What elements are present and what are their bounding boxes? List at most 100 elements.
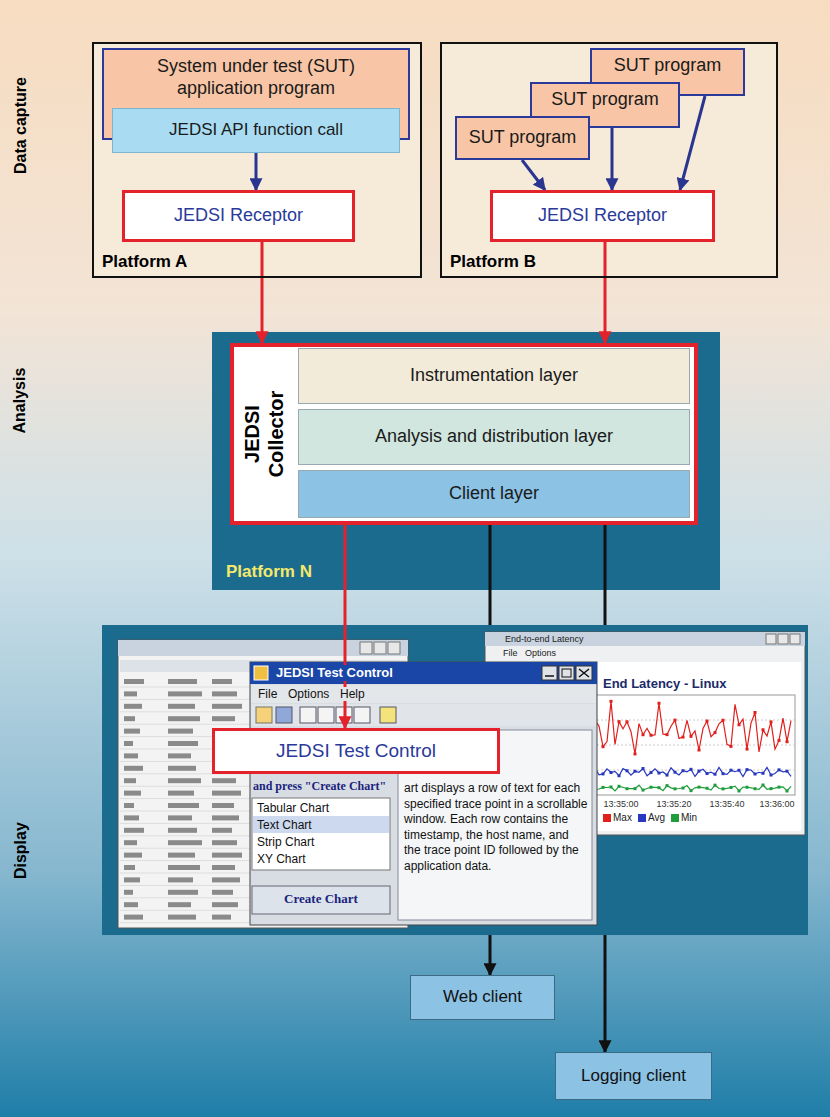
node-label: SUT program [551, 89, 659, 111]
table-cell-mark [168, 679, 197, 684]
node-label: JEDSI Receptor [538, 205, 667, 227]
data-point [722, 787, 725, 790]
screen-text: Create Chart [252, 891, 390, 907]
data-point [682, 736, 685, 739]
screen-text: Options [525, 648, 556, 659]
screen-text: End-to-end Latency [503, 634, 586, 645]
table-cell-mark [168, 877, 193, 882]
data-point [682, 769, 685, 772]
table-cell-mark [212, 778, 236, 783]
data-point [642, 789, 645, 792]
data-point [754, 787, 757, 790]
table-cell-mark [168, 815, 192, 820]
table-cell-mark [168, 729, 193, 734]
table-cell-mark [124, 753, 138, 758]
data-point [746, 786, 749, 789]
node-label: SUT program [469, 127, 577, 149]
table-cell-mark [124, 853, 142, 858]
toolbar-icon [354, 707, 370, 723]
data-point [690, 735, 693, 738]
table-cell-mark [124, 915, 143, 920]
table-cell-mark [168, 828, 197, 833]
legend-item: Min [671, 812, 697, 823]
table-cell-mark [124, 766, 143, 771]
screen-text: 13:35:20 [653, 799, 695, 810]
node-label: Client layer [449, 483, 539, 505]
data-point [690, 768, 693, 771]
table-cell-mark [212, 890, 233, 895]
layer-box: Client layer [298, 470, 690, 518]
container-fills [92, 42, 778, 590]
connector-arrow [680, 96, 705, 190]
data-point [730, 745, 733, 748]
data-point [642, 767, 645, 770]
screen-text: File [503, 648, 518, 659]
data-point [658, 702, 661, 705]
table-cell-mark [124, 877, 140, 882]
data-point [722, 719, 725, 722]
table-cell-mark [124, 691, 137, 696]
screen-text: XY Chart [257, 852, 305, 866]
table-cell-mark [168, 691, 202, 696]
data-point [786, 789, 789, 792]
data-point [658, 772, 661, 775]
collector-box: JEDSI CollectorInstrumentation layerAnal… [230, 343, 698, 525]
table-cell-mark [212, 716, 235, 721]
table-cell-mark [124, 778, 136, 783]
data-point [762, 772, 765, 775]
button-frame [252, 886, 390, 914]
data-point [618, 785, 621, 788]
client-box: Logging client [555, 1052, 712, 1100]
data-point [738, 769, 741, 772]
table-cell-mark [124, 716, 135, 721]
node-label: SUT program [614, 55, 722, 77]
node-label: JEDSI Collector [240, 379, 288, 489]
table-cell-mark [168, 741, 198, 746]
data-point [706, 772, 709, 775]
connector-arrow [522, 160, 545, 190]
legend-item: Max [603, 812, 632, 823]
platform-box: Platform ASystem under test (SUT) applic… [92, 42, 422, 278]
data-point [618, 774, 621, 777]
test-control-window [250, 662, 597, 925]
window-button [790, 634, 800, 644]
table-cell-mark [168, 778, 201, 783]
data-point [650, 786, 653, 789]
toolbar-icon [256, 707, 272, 723]
menu-bar [251, 685, 596, 703]
data-point [666, 733, 669, 736]
data-point [634, 752, 637, 755]
table-cell-mark [212, 840, 237, 845]
node-label: JEDSI Receptor [174, 205, 303, 227]
data-point [602, 786, 605, 789]
table-cell-mark [212, 691, 237, 696]
connector-arrow [255, 153, 258, 190]
data-point [634, 787, 637, 790]
display-panel [102, 625, 808, 935]
table-cell-mark [212, 877, 240, 882]
node-label: JEDSI Test Control [276, 740, 436, 763]
data-point [626, 787, 629, 790]
table-cell-mark [168, 853, 195, 858]
data-point [626, 720, 629, 723]
table-cell-mark [124, 741, 133, 746]
window-frame [250, 662, 597, 925]
minimize-glyph [545, 675, 554, 677]
data-point [778, 739, 781, 742]
data-point [786, 770, 789, 773]
receptor-box: JEDSI Receptor [490, 190, 715, 242]
table-rows [120, 679, 406, 923]
screen-text: art displays a row of text for each spec… [404, 781, 588, 875]
control-box: JEDSI Test Control [212, 728, 500, 774]
screen-text: 13:36:00 [756, 799, 798, 810]
screen-text: End Latency - Linux [603, 676, 727, 692]
node-label: Platform B [450, 252, 536, 272]
data-point [714, 773, 717, 776]
data-point [618, 720, 621, 723]
window-titlebar [118, 640, 408, 656]
toolbar-icon [318, 707, 334, 723]
connector-arrow [604, 242, 607, 343]
platform-box: Platform BSUT programSUT programSUT prog… [440, 42, 778, 278]
data-point [786, 740, 789, 743]
node-label: Analysis and distribution layer [375, 426, 613, 448]
